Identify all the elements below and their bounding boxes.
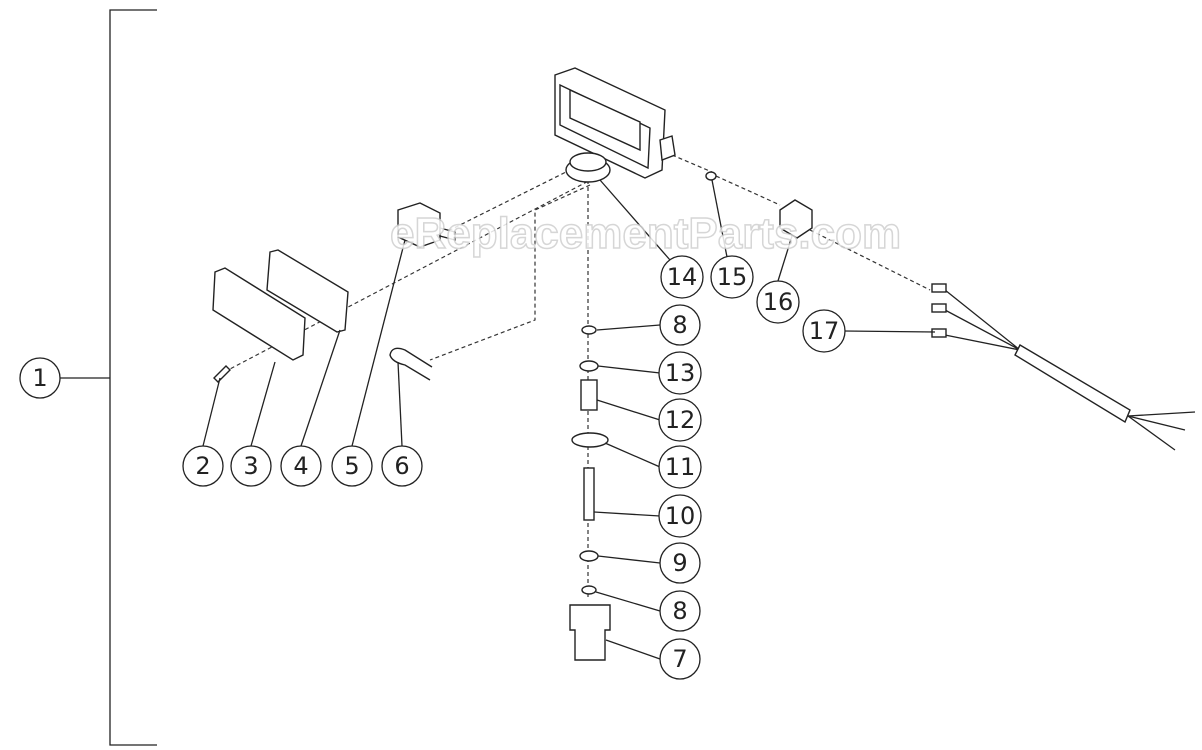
washer-bottom <box>581 585 597 595</box>
clip <box>389 347 433 381</box>
svg-text:14: 14 <box>667 263 698 291</box>
svg-text:1: 1 <box>32 364 47 392</box>
switch-housing <box>554 67 676 183</box>
callout-7: 7 <box>659 638 701 680</box>
svg-text:5: 5 <box>344 452 359 480</box>
o-ring <box>579 550 599 562</box>
callout-17: 17 <box>802 309 846 353</box>
callout-10: 10 <box>658 494 702 538</box>
fitting <box>569 604 611 661</box>
callout-16: 16 <box>756 280 800 324</box>
washer-top <box>581 325 597 335</box>
power-cord <box>931 283 1196 451</box>
svg-text:13: 13 <box>665 359 696 387</box>
callout-4: 4 <box>280 445 322 487</box>
svg-text:2: 2 <box>195 452 210 480</box>
callout-12: 12 <box>658 398 702 442</box>
svg-text:9: 9 <box>672 549 687 577</box>
leader-lines <box>202 179 936 660</box>
cover-plate <box>212 267 306 361</box>
callout-2: 2 <box>182 445 224 487</box>
watermark: eReplacementParts.com <box>390 209 901 258</box>
callout-11: 11 <box>658 445 702 489</box>
callout-5: 5 <box>331 445 373 487</box>
callout-15: 15 <box>710 255 754 299</box>
callout-3: 3 <box>230 445 272 487</box>
assembly-bracket <box>60 9 157 746</box>
callout-8-top: 8 <box>659 304 701 346</box>
callout-14: 14 <box>660 255 704 299</box>
disc <box>571 432 609 448</box>
svg-text:6: 6 <box>394 452 409 480</box>
svg-text:11: 11 <box>665 453 696 481</box>
svg-text:12: 12 <box>665 406 696 434</box>
svg-text:8: 8 <box>672 597 687 625</box>
callout-8-bottom: 8 <box>659 590 701 632</box>
spring <box>580 379 598 411</box>
seal <box>705 171 717 181</box>
micro-switch <box>397 202 456 248</box>
svg-text:3: 3 <box>243 452 258 480</box>
callout-13: 13 <box>658 351 702 395</box>
callout-1: 1 <box>19 357 61 399</box>
callout-9: 9 <box>659 542 701 584</box>
piston <box>583 467 595 521</box>
screw <box>213 365 231 383</box>
retainer <box>579 360 599 372</box>
svg-text:16: 16 <box>763 288 794 316</box>
svg-text:7: 7 <box>672 645 687 673</box>
callout-6: 6 <box>381 445 423 487</box>
gasket <box>266 249 349 333</box>
svg-text:10: 10 <box>665 502 696 530</box>
svg-text:17: 17 <box>809 317 840 345</box>
strain-relief-nut <box>779 199 813 239</box>
svg-text:15: 15 <box>717 263 748 291</box>
svg-text:4: 4 <box>293 452 308 480</box>
svg-text:8: 8 <box>672 311 687 339</box>
